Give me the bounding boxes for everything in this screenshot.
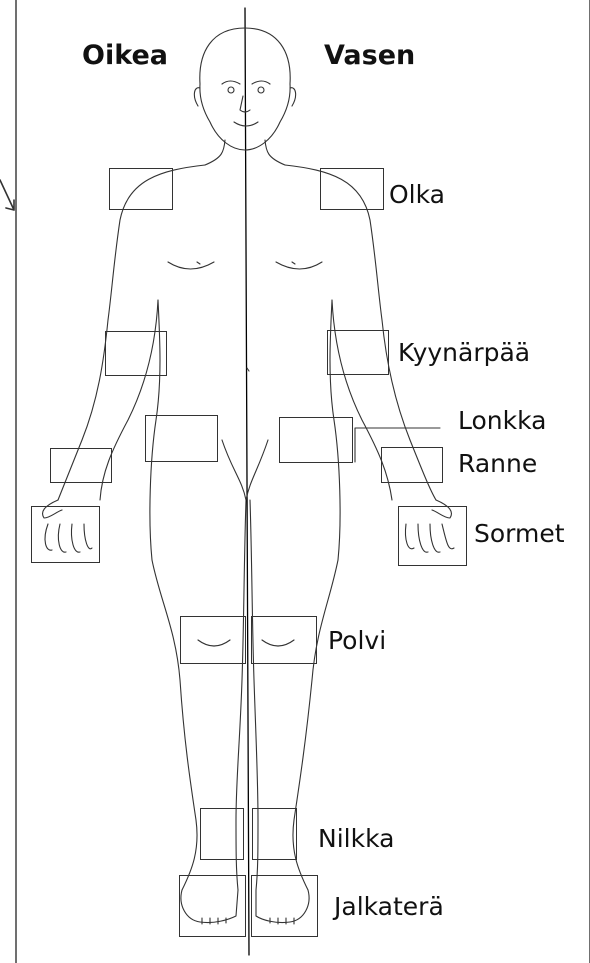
box-kyynarpaa-left: [327, 330, 389, 375]
box-polvi-left: [251, 616, 317, 664]
box-lonkka-left: [279, 417, 353, 463]
label-ranne: Ranne: [458, 449, 537, 478]
box-sormet-right: [31, 506, 100, 563]
label-olka: Olka: [389, 180, 445, 209]
box-sormet-left: [398, 506, 467, 566]
box-jalkatera-left: [251, 875, 318, 937]
label-jalkatera: Jalkaterä: [334, 892, 444, 921]
box-nilkka-left: [252, 808, 297, 860]
box-lonkka-right: [145, 415, 218, 462]
box-ranne-right: [50, 448, 112, 483]
box-polvi-right: [180, 616, 246, 664]
box-ranne-left: [381, 447, 443, 483]
label-polvi: Polvi: [328, 626, 386, 655]
box-olka-left: [320, 168, 384, 210]
right-side-label: Oikea: [82, 40, 168, 71]
label-sormet: Sormet: [474, 519, 565, 548]
box-nilkka-right: [200, 808, 244, 860]
box-jalkatera-right: [179, 875, 246, 937]
label-nilkka: Nilkka: [318, 824, 394, 853]
label-kyynarpaa: Kyynärpää: [398, 338, 530, 367]
box-olka-right: [109, 168, 173, 210]
box-kyynarpaa-right: [105, 331, 167, 376]
label-lonkka: Lonkka: [458, 406, 546, 435]
left-side-label: Vasen: [324, 40, 415, 71]
